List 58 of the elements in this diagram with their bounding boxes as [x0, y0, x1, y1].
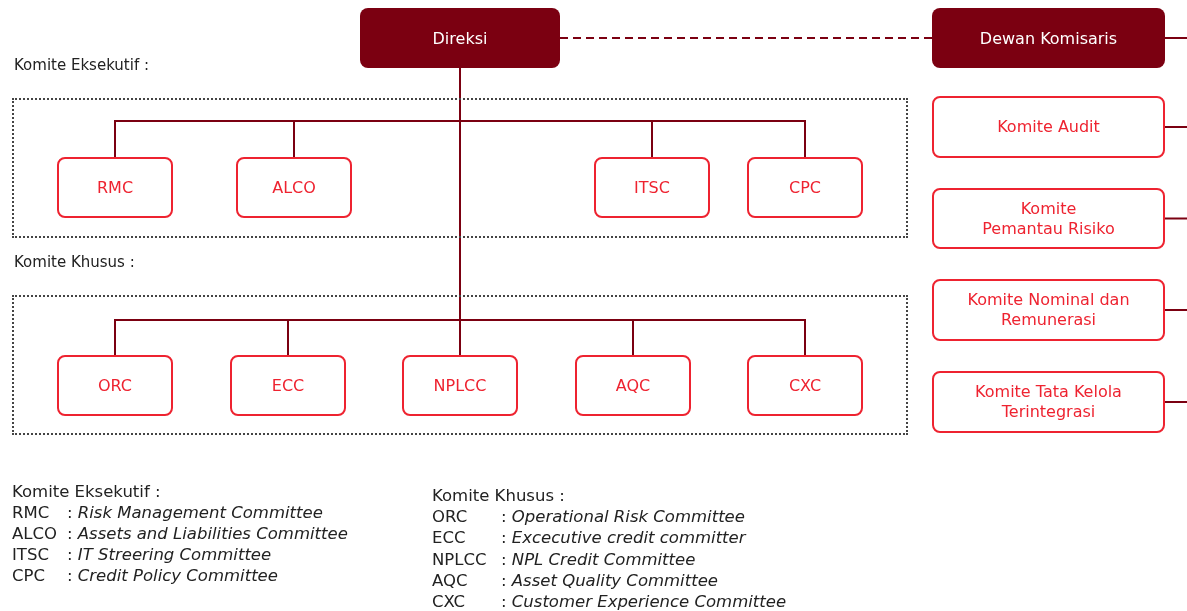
committee-box — [932, 188, 1165, 249]
legend-text: : Asset Quality Committee — [501, 570, 718, 591]
box-label: ORC — [97, 375, 133, 396]
legend-text: CPC — [12, 566, 45, 586]
legend-text: Komite Eksekutif : — [12, 482, 161, 502]
legend-text: ITSC — [12, 545, 49, 565]
committee-box — [747, 157, 863, 218]
box-label: Direksi — [432, 28, 488, 48]
box-label: CXC — [788, 375, 822, 396]
legend-text: AQC — [432, 570, 468, 591]
committee-box — [932, 279, 1165, 341]
box-label: AQC — [615, 375, 651, 396]
legend-text: ORC — [432, 507, 468, 527]
legend-text: : Operational Risk Committee — [501, 507, 745, 527]
box-label: NPLCC — [433, 375, 487, 396]
group-heading: Komite Khusus : — [14, 253, 135, 271]
legend-text: RMC — [12, 503, 50, 523]
dashed-connector — [559, 37, 933, 39]
connector-line — [1164, 37, 1187, 39]
box-label: ECC — [271, 375, 305, 396]
connector-line — [1164, 126, 1187, 128]
board-box — [932, 8, 1165, 68]
legend-text: : Credit Policy Committee — [67, 566, 278, 586]
legend-text: NPLCC — [432, 549, 487, 570]
committee-box — [402, 355, 518, 416]
connector-line — [1164, 401, 1187, 403]
legend-text: : IT Streering Committee — [67, 545, 272, 565]
box-label: Komite Pemantau Risiko — [981, 198, 1116, 239]
legend-text: : NPL Credit Committee — [501, 549, 696, 570]
box-label: Dewan Komisaris — [979, 28, 1118, 48]
box-label: RMC — [96, 177, 134, 198]
legend-text: : Customer Experience Committee — [501, 592, 787, 611]
committee-box — [236, 157, 352, 218]
legend-text: ALCO — [12, 524, 57, 544]
group-heading: Komite Eksekutif : — [14, 56, 149, 74]
connector-line — [1164, 217, 1187, 220]
box-label: ITSC — [634, 177, 670, 198]
committee-box — [575, 355, 691, 416]
legend-text: Komite Khusus : — [432, 486, 565, 506]
legend-text: : Excecutive credit committer — [501, 528, 746, 549]
box-label: Komite Nominal dan Remunerasi — [966, 290, 1131, 330]
committee-box — [932, 96, 1165, 158]
box-label: CPC — [789, 177, 821, 198]
connector-line — [1164, 309, 1187, 311]
committee-box — [594, 157, 710, 218]
box-label: Komite Tata Kelola Terintegrasi — [974, 382, 1123, 422]
legend-text: ECC — [432, 528, 466, 549]
committee-box — [57, 157, 173, 218]
committee-box — [747, 355, 863, 416]
legend-text: : Risk Management Committee — [67, 503, 323, 523]
legend-text: : Assets and Liabilities Committee — [67, 524, 348, 544]
committee-box — [230, 355, 346, 416]
box-label: Komite Audit — [997, 117, 1100, 137]
box-label: ALCO — [272, 177, 316, 198]
board-box — [360, 8, 560, 68]
committee-box — [932, 371, 1165, 433]
committee-box — [57, 355, 173, 416]
legend-text: CXC — [432, 592, 466, 611]
